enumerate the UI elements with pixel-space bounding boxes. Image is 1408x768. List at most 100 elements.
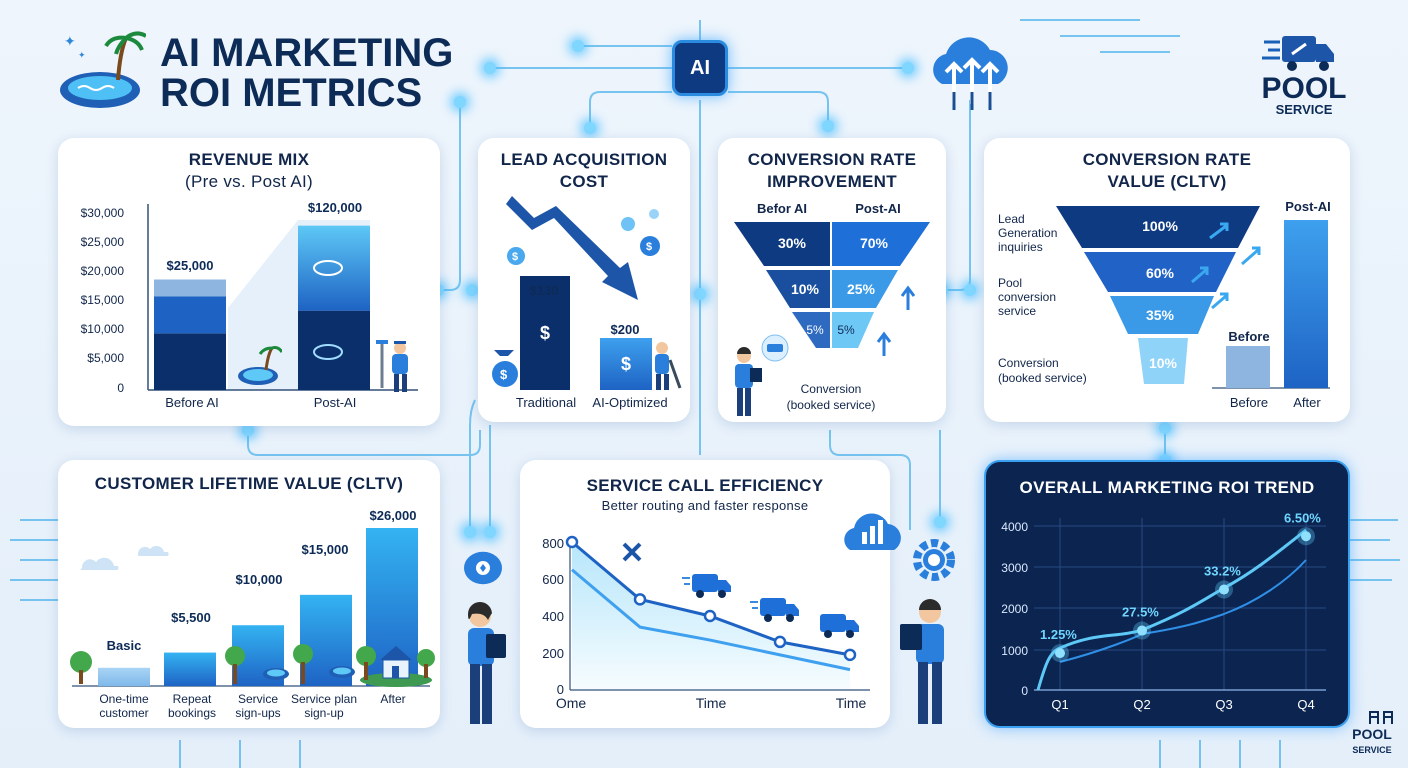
bar-value-label: $26,000: [369, 508, 417, 523]
technician-icon: [646, 340, 686, 392]
y-tick-label: $20,000: [80, 264, 124, 278]
efficiency-point: [633, 593, 647, 606]
funnel-bottom-label: (booked service): [786, 398, 876, 412]
cltv-compare-bar: [1284, 220, 1328, 388]
x-category-label: Before AI: [165, 395, 219, 410]
tree-icon: [222, 642, 248, 686]
node-dot: [822, 120, 834, 132]
pool-bubble-icon: [760, 334, 790, 362]
money-bag-icon: $: [488, 346, 522, 390]
x-axis-label: Q2: [1133, 697, 1151, 712]
svg-text:✦: ✦: [64, 33, 76, 49]
x-category-label: AI-Optimized: [592, 395, 668, 410]
revenue-bar-segment: [154, 296, 226, 334]
node-dot: [484, 526, 496, 538]
cltv-bar: [98, 667, 150, 686]
x-category-label: Service plan: [290, 692, 358, 706]
y-tick-label: $5,000: [87, 351, 124, 365]
pool-icon: [236, 346, 284, 390]
x-axis-label: Q1: [1051, 697, 1069, 712]
revenue-bar-segment: [298, 225, 370, 311]
revenue-mix-plot: [147, 204, 418, 391]
x-category-label: sign-up: [304, 706, 344, 720]
pool-icon: [328, 658, 356, 680]
conversion-value-card: CONVERSION RATE VALUE (CLTV) Lead Genera…: [984, 138, 1350, 422]
ai-chip-icon: AI: [672, 40, 728, 96]
funnel-value-label: 70%: [859, 235, 889, 251]
footer-brand-name: POOL: [1352, 726, 1392, 742]
conversion-value-subtitle: VALUE (CLTV): [1107, 172, 1227, 191]
funnel-value-label: 35%: [1145, 307, 1175, 323]
revenue-mix-subtitle: (Pre vs. Post AI): [185, 172, 313, 191]
bar-top-label: Post-AI: [1285, 199, 1331, 214]
service-van-icon: [682, 570, 732, 600]
pool-logo-icon: ✦ ✦: [56, 28, 148, 112]
x-category-label: After: [1293, 395, 1321, 410]
revenue-bar-segment: [298, 310, 370, 390]
cloud-upload-icon: [922, 30, 1018, 112]
roi-point: [1055, 648, 1065, 659]
series-label: Post-AI: [855, 201, 901, 216]
stage-label: Conversion: [998, 356, 1059, 370]
chat-bubble-icon: [458, 548, 508, 588]
dollar-mark: $: [621, 354, 631, 374]
y-tick-label: 2000: [1001, 602, 1028, 616]
node-dot: [464, 526, 476, 538]
efficiency-point: [843, 648, 857, 662]
pool-mark: [313, 260, 343, 276]
page-title: AI MARKETING: [160, 31, 454, 75]
x-axis-label: Time: [835, 695, 867, 711]
y-tick-label: 800: [542, 536, 564, 551]
bar-value-label: $130: [529, 283, 559, 298]
conversion-value-plot: [1056, 206, 1330, 389]
node-dot: [964, 284, 976, 296]
technician-icon: [374, 338, 420, 394]
pool-mark: [313, 344, 343, 360]
service-efficiency-card: SERVICE CALL EFFICIENCY Better routing a…: [520, 460, 890, 728]
lead-cost-subtitle: COST: [559, 172, 609, 191]
x-axis-label: Q4: [1297, 697, 1315, 712]
stage-label: service: [998, 304, 1037, 318]
stage-label: Lead: [998, 212, 1025, 226]
bar-value-label: $10,000: [235, 572, 283, 587]
revenue-bar-segment: [154, 333, 226, 390]
revenue-mix-card: REVENUE MIX (Pre vs. Post AI) $30,000 $2…: [58, 138, 440, 426]
y-tick-label: 400: [542, 609, 564, 624]
roi-point: [1301, 531, 1311, 542]
funnel-bottom-label: Conversion: [800, 382, 862, 396]
x-category-label: sign-ups: [235, 706, 281, 720]
x-category-label: Traditional: [515, 395, 577, 410]
funnel-value-label: 10%: [1148, 355, 1178, 371]
conversion-value-title: CONVERSION RATE: [1082, 150, 1252, 169]
roi-value-label: 33.2%: [1204, 564, 1241, 579]
node-dot: [934, 516, 946, 528]
x-category-label: After: [380, 692, 406, 706]
x-axis-label: Q3: [1215, 697, 1233, 712]
lead-cost-card: LEAD ACQUISITION COST $ $ $$ $130 $200 T…: [478, 138, 690, 422]
bar-value-label: $200: [610, 322, 640, 337]
y-tick-label: 1000: [1001, 644, 1028, 658]
y-tick-label: 3000: [1001, 561, 1028, 575]
y-tick-label: 0: [1021, 684, 1028, 698]
tree-icon: [66, 648, 96, 686]
service-van-icon: [816, 610, 866, 640]
conversion-improvement-card: CONVERSION RATE IMPROVEMENT Befor AI Pos…: [718, 138, 946, 422]
bar-value-label: $25,000: [166, 258, 214, 273]
efficiency-point: [773, 635, 787, 649]
service-truck-icon: [1262, 30, 1336, 74]
efficiency-point: [565, 535, 579, 549]
bar-value-label: $120,000: [307, 200, 363, 215]
footer-pool-icon: [1364, 708, 1398, 726]
funnel-value-label: 100%: [1142, 218, 1178, 234]
house-icon: [356, 632, 436, 688]
person-tablet-icon: [456, 600, 514, 728]
y-tick-label: 4000: [1001, 520, 1028, 534]
funnel-value-label: 10%: [790, 281, 820, 297]
x-category-label: Repeat: [172, 692, 212, 706]
gear-icon: [908, 534, 960, 586]
funnel-value-label: 5%: [837, 323, 855, 337]
svg-text:$: $: [500, 367, 508, 382]
bar-value-label: $5,500: [171, 610, 211, 625]
funnel-value-label: 30%: [777, 235, 807, 251]
